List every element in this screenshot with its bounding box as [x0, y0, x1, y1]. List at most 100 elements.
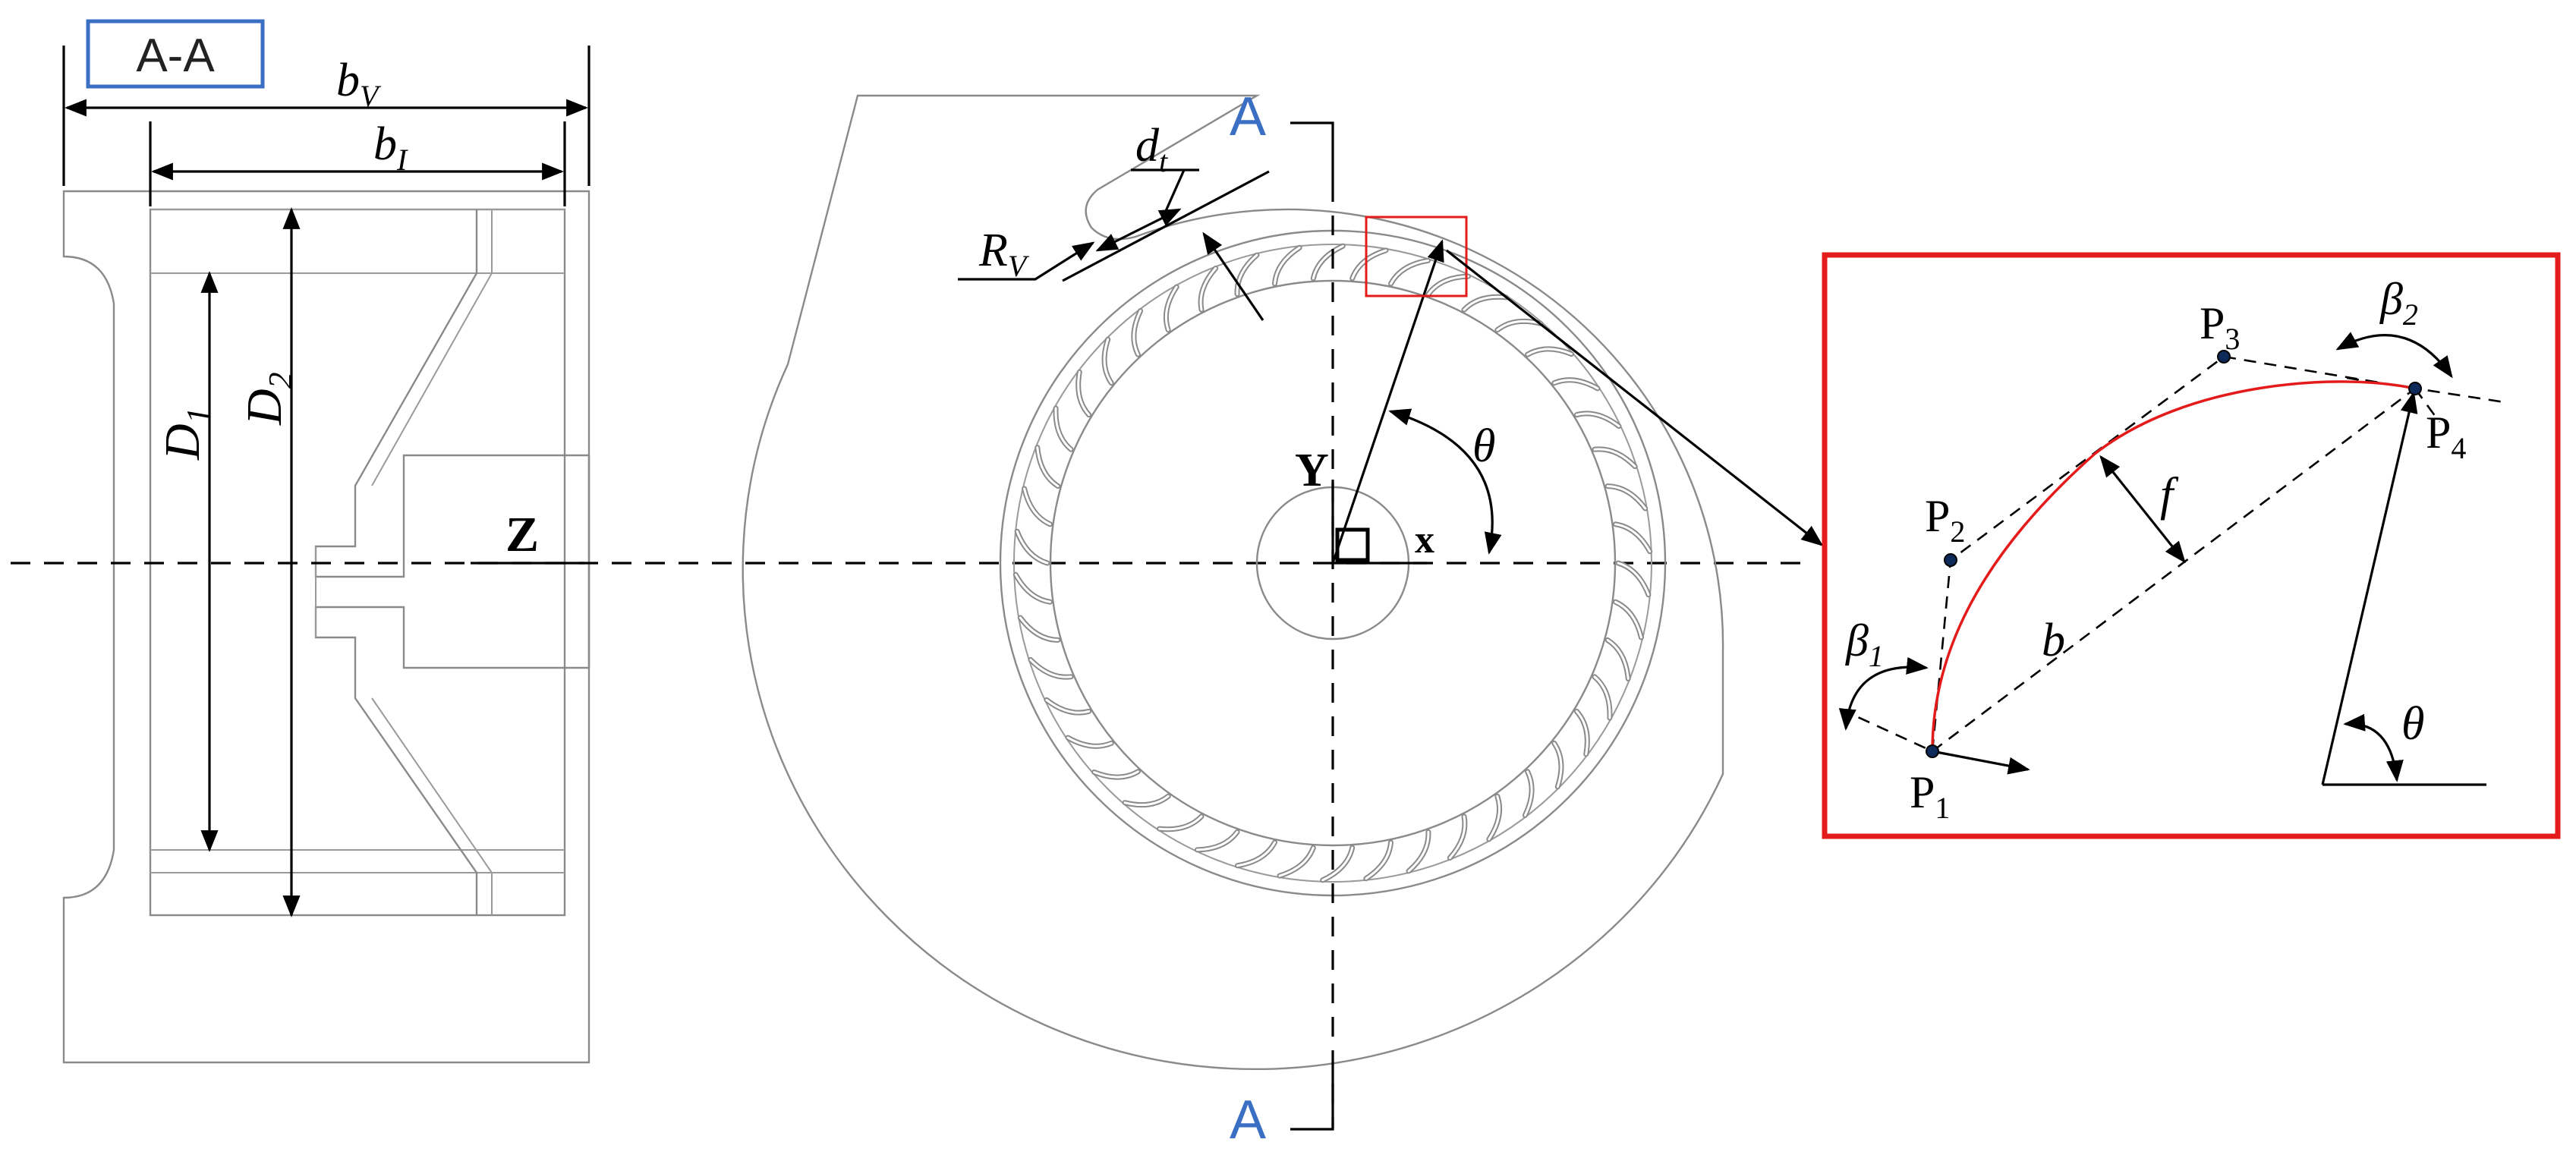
- blade: [1012, 571, 1053, 605]
- blade-curve: [1931, 380, 2416, 752]
- impeller-inner-ring: [1049, 279, 1617, 847]
- x-axis-label: x: [1415, 518, 1434, 562]
- detail-box: [1365, 216, 1468, 297]
- blade: [1236, 253, 1258, 296]
- blade: [1103, 338, 1113, 385]
- blade: [1448, 815, 1466, 859]
- blade: [1351, 249, 1387, 280]
- blade: [1310, 243, 1346, 282]
- section-title-label: A-A: [136, 30, 215, 82]
- blade: [1606, 485, 1647, 510]
- blade: [1195, 830, 1239, 851]
- dimension-bv-label: bV: [336, 55, 382, 113]
- label-p3: P3: [2200, 298, 2240, 356]
- dimension-d2-label: D2: [237, 372, 299, 426]
- inset-theta-arc: [2343, 713, 2404, 782]
- blade: [1463, 295, 1507, 311]
- blade: [1077, 370, 1091, 417]
- blade: [1593, 448, 1636, 468]
- blade: [1274, 246, 1301, 285]
- blade: [1615, 560, 1652, 598]
- blade: [1036, 446, 1060, 488]
- camber-arrow: [2099, 455, 2186, 564]
- blade: [1165, 285, 1178, 332]
- blade: [1045, 698, 1091, 714]
- blade: [1236, 841, 1276, 867]
- section-marker-bottom: [1290, 1070, 1334, 1131]
- blade: [1272, 244, 1302, 287]
- point-p4: [2408, 382, 2422, 395]
- blade: [1488, 795, 1501, 841]
- section-letter-bottom: A: [1230, 1090, 1266, 1150]
- blade: [1388, 257, 1431, 287]
- blade: [1158, 815, 1203, 831]
- blade: [1575, 710, 1589, 756]
- blade: [1604, 483, 1649, 511]
- blade: [1321, 846, 1354, 882]
- blade: [1132, 310, 1142, 356]
- label-beta1: β1: [1845, 615, 1884, 673]
- blade: [1054, 407, 1072, 451]
- blade-position-radius: [1331, 239, 1444, 564]
- label-inset-theta: θ: [2401, 698, 2424, 750]
- blade: [1034, 445, 1061, 489]
- section-title-box: [86, 19, 265, 89]
- dimension-bi-label: bI: [373, 118, 408, 177]
- front-view: A A Y x θ dt RV: [742, 87, 1824, 1150]
- point-p3: [2217, 350, 2231, 363]
- blade: [1604, 637, 1631, 681]
- blade: [1066, 736, 1113, 747]
- label-beta2: β2: [2379, 274, 2418, 332]
- blade-detail-inset: P1 P2 P3 P4 β1 β2 f b θ: [1822, 252, 2561, 839]
- label-chord-b: b: [2042, 615, 2065, 666]
- blade: [1019, 616, 1060, 641]
- blade: [1017, 615, 1061, 643]
- blade: [1016, 530, 1049, 565]
- blade: [1199, 267, 1217, 311]
- blade: [1363, 839, 1393, 882]
- theta-arc: [1388, 408, 1502, 555]
- point-p2: [1944, 553, 1957, 567]
- label-p2: P2: [1925, 491, 1965, 549]
- dimension-rv-label: RV: [978, 225, 1030, 283]
- blade: [1553, 379, 1599, 390]
- blade: [1029, 658, 1072, 678]
- blade: [1523, 770, 1533, 817]
- dimension-dt-label: dt: [1135, 120, 1168, 178]
- tangent-arrow-p1: [1932, 750, 2030, 775]
- point-p1: [1926, 744, 1939, 758]
- blade: [1022, 486, 1053, 527]
- label-p1: P1: [1910, 767, 1950, 825]
- blade: [1278, 846, 1315, 877]
- section-letter-top: A: [1230, 87, 1266, 147]
- beta1-arc: [1838, 656, 1929, 731]
- section-marker-top: [1290, 121, 1334, 182]
- blade: [1614, 523, 1652, 553]
- blade: [1365, 841, 1392, 880]
- blade: [1014, 528, 1050, 566]
- blade: [1390, 259, 1429, 285]
- blade: [1349, 247, 1389, 282]
- detail-leader: [1446, 249, 1824, 546]
- beta2-arc: [2335, 332, 2453, 379]
- blade: [1526, 348, 1573, 356]
- blade: [1427, 275, 1470, 296]
- blade: [1312, 244, 1344, 280]
- chord-line: [1932, 387, 2416, 753]
- inset-radius-arrow: [2321, 391, 2418, 785]
- blade: [1407, 830, 1430, 873]
- blade: [1123, 795, 1170, 807]
- blade: [1614, 600, 1642, 639]
- blade-ring: [1012, 243, 1653, 883]
- blade: [1593, 675, 1611, 719]
- blade: [1014, 573, 1051, 603]
- blade: [1617, 562, 1650, 596]
- dimension-d1-label: D1: [155, 407, 217, 461]
- hub-backplate: [314, 209, 590, 915]
- blade: [1277, 845, 1316, 879]
- blade: [1575, 412, 1620, 428]
- z-axis-label: Z: [505, 507, 539, 562]
- volute-casing: [742, 94, 1724, 1071]
- blade: [1320, 845, 1356, 883]
- blade: [1613, 599, 1644, 640]
